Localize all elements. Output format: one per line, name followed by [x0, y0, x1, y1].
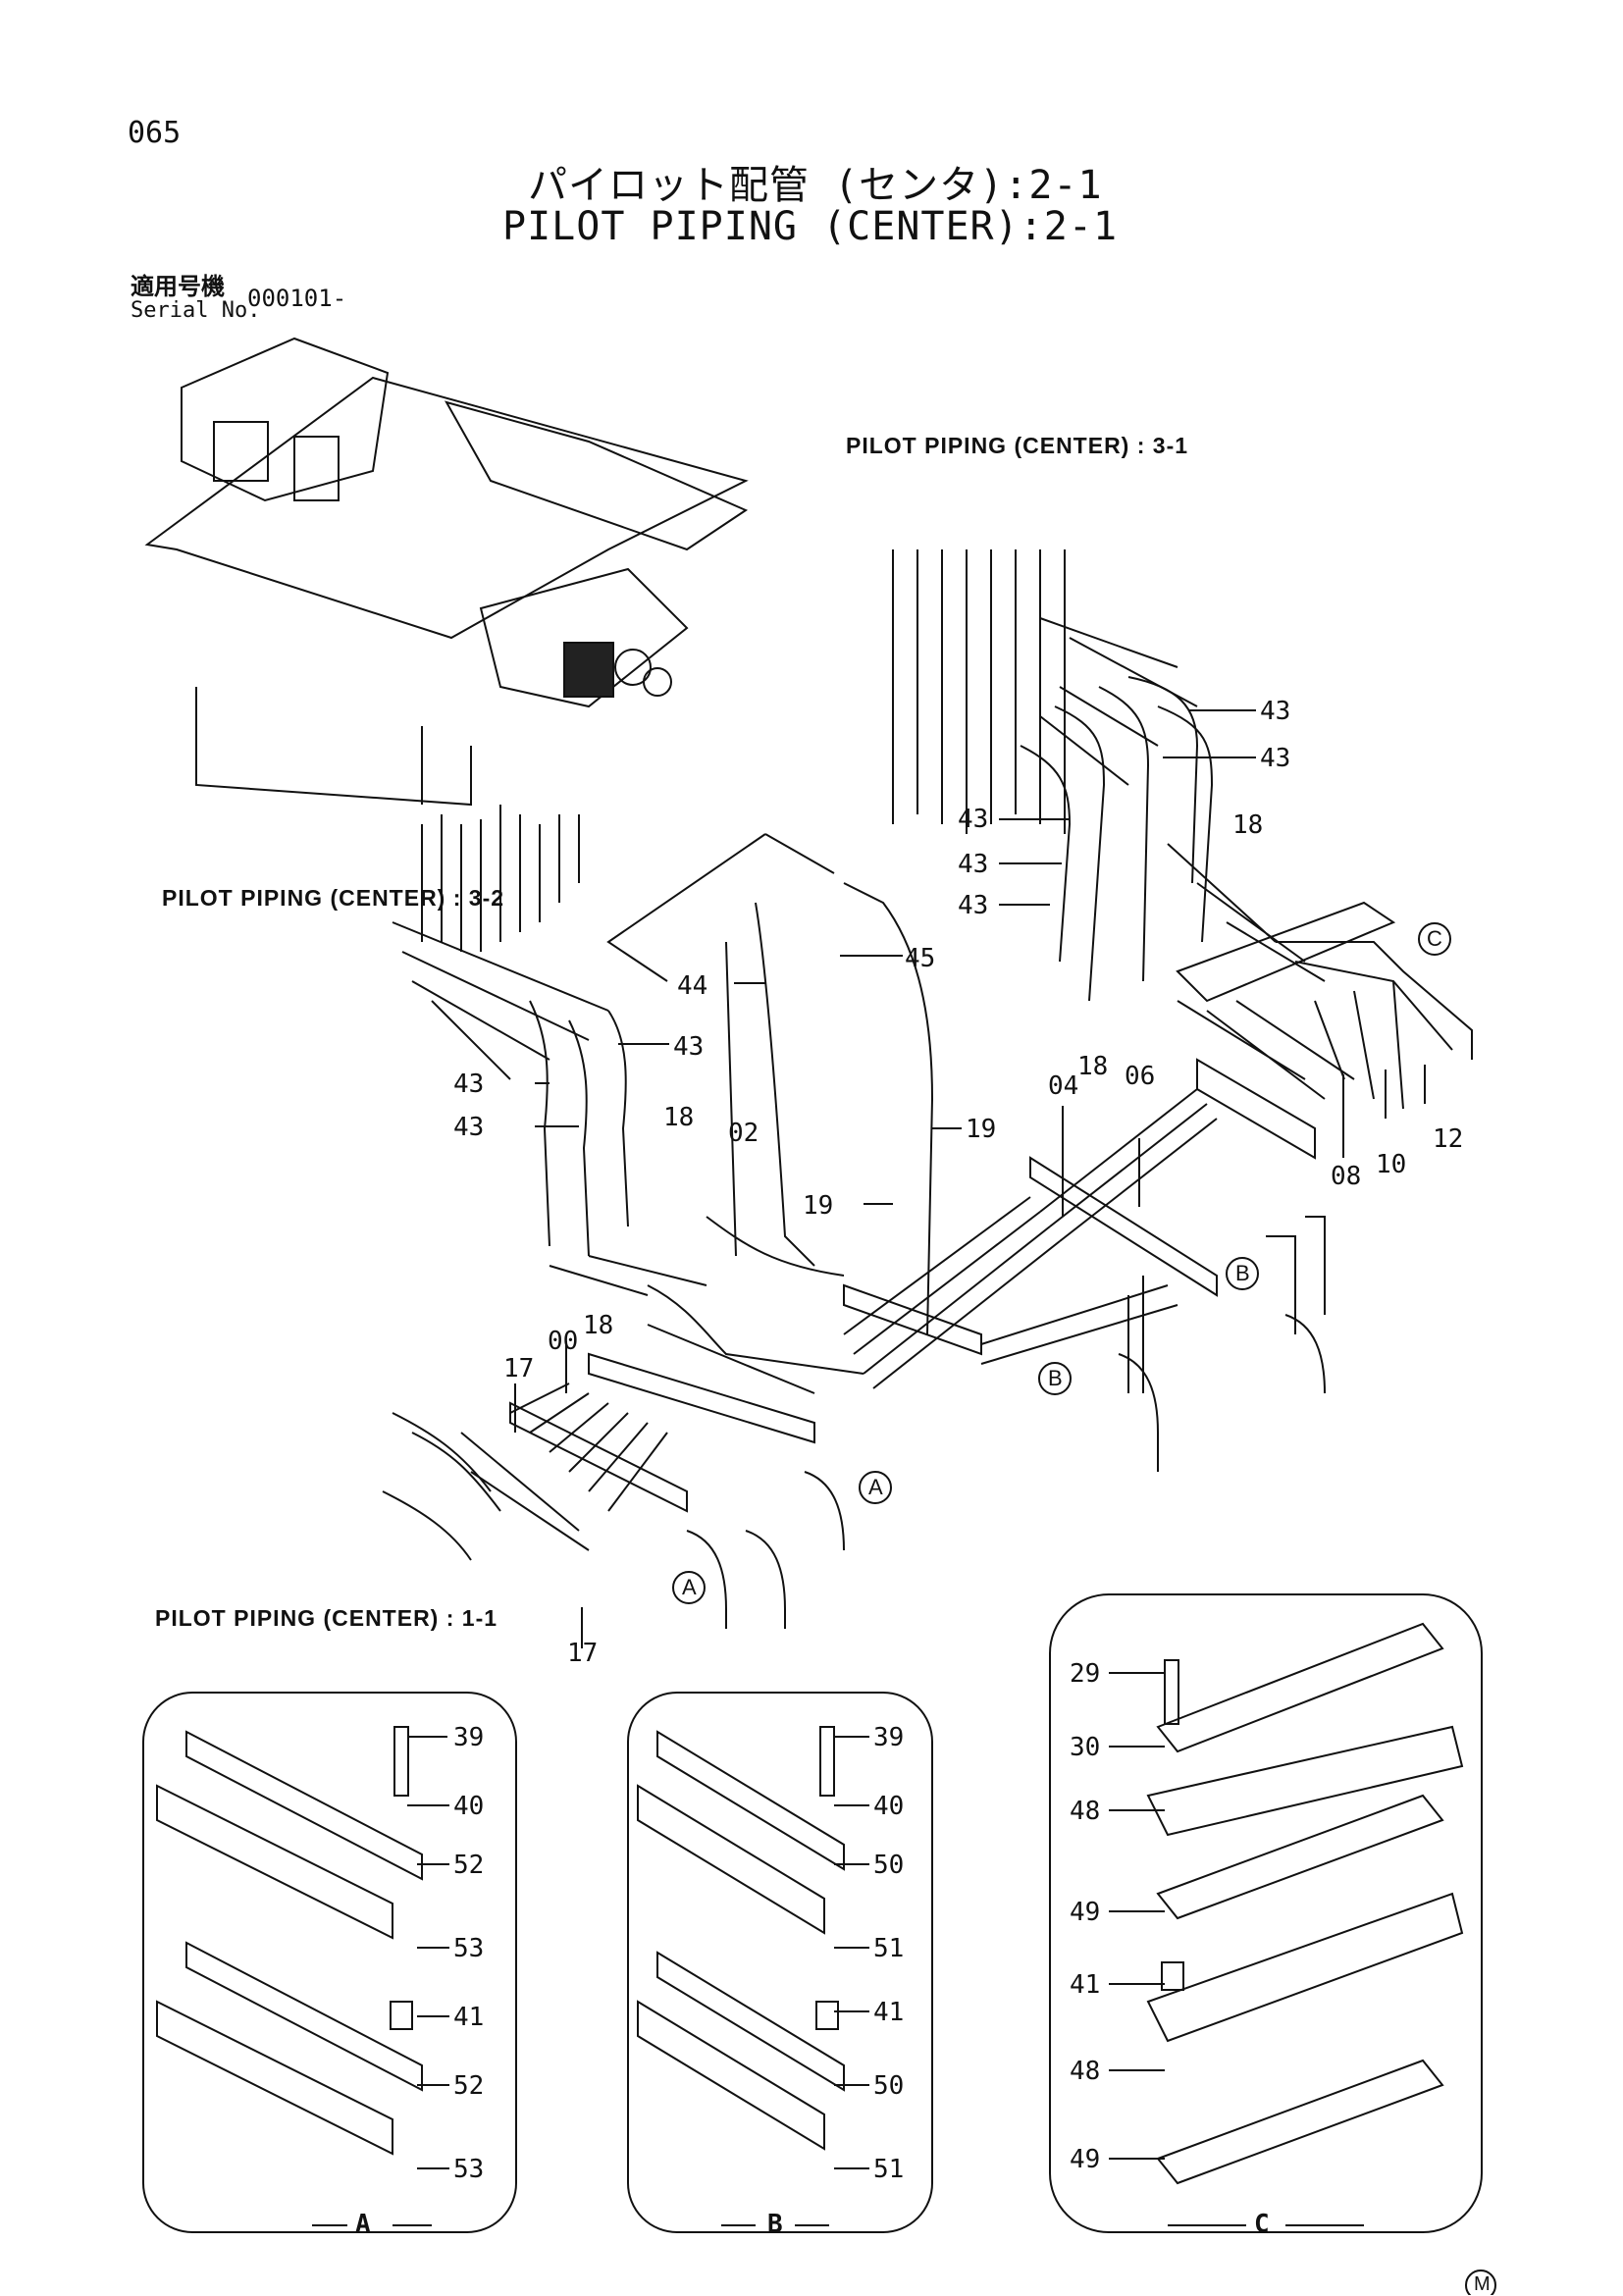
callout-c: C: [1427, 926, 1442, 951]
callout-b: B: [1235, 1261, 1250, 1285]
callout-markers: [672, 922, 1496, 2295]
detail-c-part-48: 48: [1070, 1797, 1101, 1826]
label-part-19: 19: [803, 1191, 834, 1221]
page-number: 065: [128, 116, 182, 150]
label-part-10: 10: [1376, 1150, 1407, 1179]
label-part-04: 04: [1048, 1071, 1079, 1101]
fitting-cluster-left: [382, 805, 1326, 1629]
detail-c-part-41: 41: [1070, 1970, 1101, 2000]
label-part-18: 18: [663, 1103, 695, 1132]
callout-a: A: [682, 1575, 697, 1599]
detail-c-part-29: 29: [1070, 1659, 1101, 1689]
leader-lines: [514, 709, 1426, 1648]
detail-a-part-52: 52: [453, 1851, 485, 1880]
detail-a-part-41: 41: [453, 2003, 485, 2032]
label-part-43: 43: [1260, 697, 1291, 726]
detail-a-part-53: 53: [453, 1934, 485, 1963]
label-part-18: 18: [1077, 1052, 1109, 1081]
title-japanese: パイロット配管 (センタ):2-1: [528, 163, 1103, 208]
detail-b-part-51: 51: [873, 2155, 905, 2184]
ref-center-3-2: PILOT PIPING (CENTER) : 3-2: [162, 885, 505, 911]
detail-box-b: [627, 1692, 933, 2233]
detail-b-part-41: 41: [873, 1998, 905, 2027]
title-english: PILOT PIPING (CENTER):2-1: [502, 204, 1119, 249]
label-part-43: 43: [1260, 744, 1291, 773]
detail-b-part-40: 40: [873, 1792, 905, 1821]
label-part-06: 06: [1125, 1062, 1156, 1091]
serial-value: 000101-: [247, 285, 347, 312]
ref-center-1-1: PILOT PIPING (CENTER) : 1-1: [155, 1605, 498, 1631]
detail-b-title: B: [767, 2210, 783, 2239]
detail-b-part-39: 39: [873, 1723, 905, 1752]
detail-c-part-48: 48: [1070, 2057, 1101, 2086]
label-part-43: 43: [958, 850, 989, 879]
corner-mark-m: M: [1474, 2273, 1491, 2295]
label-part-43: 43: [673, 1032, 705, 1062]
label-part-00: 00: [548, 1327, 579, 1356]
label-part-43: 43: [958, 805, 989, 834]
detail-a-part-39: 39: [453, 1723, 485, 1752]
detail-a-part-40: 40: [453, 1792, 485, 1821]
fitting-cluster-top-right: [892, 549, 1473, 1160]
detail-box-a: [142, 1692, 517, 2233]
detail-box-c: [1049, 1593, 1483, 2233]
detail-a-part-53: 53: [453, 2155, 485, 2184]
detail-c-title: C: [1254, 2210, 1270, 2239]
detail-a-title: A: [355, 2210, 371, 2239]
machine-overview: [144, 337, 749, 807]
detail-b-part-50: 50: [873, 1851, 905, 1880]
ref-center-3-1: PILOT PIPING (CENTER) : 3-1: [846, 433, 1189, 458]
label-part-17: 17: [567, 1639, 599, 1668]
label-part-43: 43: [453, 1070, 485, 1099]
label-part-17: 17: [503, 1354, 535, 1383]
detail-c-part-49: 49: [1070, 2145, 1101, 2174]
label-part-12: 12: [1433, 1124, 1464, 1154]
detail-c-part-30: 30: [1070, 1733, 1101, 1762]
serial-label-jp: 適用号機: [131, 273, 225, 300]
label-part-44: 44: [677, 971, 708, 1001]
callout-a: A: [868, 1475, 883, 1499]
label-part-02: 02: [728, 1119, 759, 1148]
label-part-43: 43: [453, 1113, 485, 1142]
label-part-18: 18: [1232, 810, 1264, 840]
detail-b-part-50: 50: [873, 2071, 905, 2101]
label-part-43: 43: [958, 891, 989, 920]
detail-a-part-52: 52: [453, 2071, 485, 2101]
serial-label-en: Serial No.: [131, 298, 261, 323]
label-part-19: 19: [966, 1115, 997, 1144]
callout-b: B: [1048, 1366, 1063, 1390]
central-pipe-run: [606, 833, 1326, 1393]
label-part-08: 08: [1331, 1162, 1362, 1191]
detail-b-part-51: 51: [873, 1934, 905, 1963]
label-part-18: 18: [583, 1311, 614, 1340]
detail-c-part-49: 49: [1070, 1898, 1101, 1927]
label-part-45: 45: [905, 944, 936, 973]
